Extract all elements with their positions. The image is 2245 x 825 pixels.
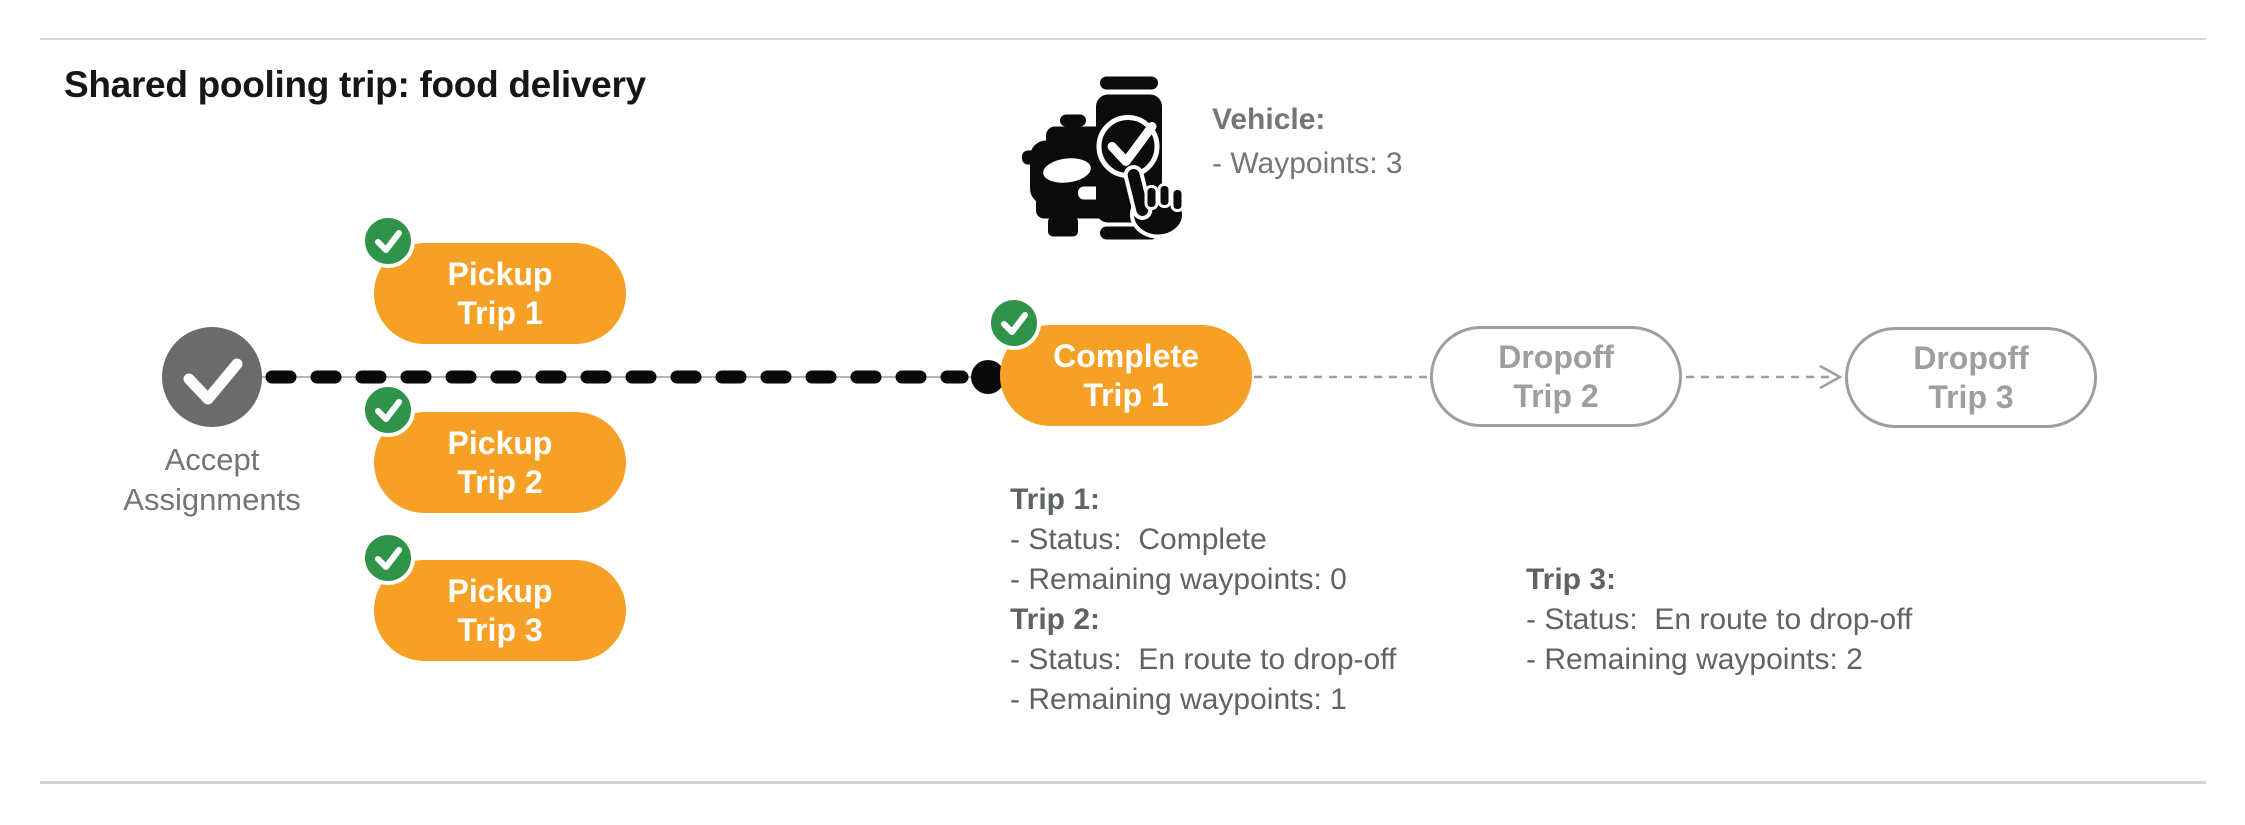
check-icon (375, 547, 402, 570)
node-pickup-trip-2: Pickup Trip 2 (361, 383, 626, 513)
vehicle-label: Vehicle: (1212, 103, 1326, 136)
pill-label-line: Dropoff (1498, 338, 1614, 375)
check-icon (375, 399, 402, 422)
vehicle-info: Vehicle: - Waypoints: 3 (1212, 98, 1403, 186)
accept-label-line2: Assignments (123, 482, 301, 517)
node-pickup-trip-3: Pickup Trip 3 (361, 531, 626, 661)
trip-info-line: - Remaining waypoints: 2 (1526, 643, 1863, 676)
pill-label-line: Trip 1 (457, 294, 543, 331)
node-dropoff-trip-3: Dropoff Trip 3 (1845, 327, 2097, 428)
pill-label-line: Complete (1053, 337, 1199, 374)
page-title: Shared pooling trip: food delivery (64, 64, 646, 105)
trip-info-line: - Status: En route to drop-off (1526, 603, 1913, 636)
trip-info-line: - Remaining waypoints: 1 (1010, 683, 1347, 716)
node-accept-assignments (162, 327, 262, 427)
trip-info-line: - Remaining waypoints: 0 (1010, 563, 1347, 596)
check-icon (183, 358, 243, 405)
trip-info-header: Trip 3: (1526, 563, 1617, 596)
top-divider (40, 38, 2206, 40)
trip-info-line: - Status: Complete (1010, 523, 1267, 556)
node-complete-trip-1: Complete Trip 1 (987, 296, 1252, 426)
check-badge (361, 531, 415, 585)
pill-label-line: Pickup (447, 572, 553, 609)
check-icon (375, 230, 402, 253)
node-pickup-trip-1: Pickup Trip 1 (361, 214, 626, 344)
check-badge (361, 383, 415, 437)
vehicle-icon (1022, 76, 1186, 240)
pill-label-line: Dropoff (1913, 339, 2029, 376)
trip-info-line: - Status: En route to drop-off (1010, 643, 1397, 676)
bottom-divider (40, 781, 2206, 784)
pill-label-line: Pickup (447, 424, 553, 461)
vehicle-waypoints: - Waypoints: 3 (1212, 147, 1403, 180)
arrowhead-icon (1819, 364, 1843, 390)
pill-label-line: Pickup (447, 255, 553, 292)
pill-label-line: Trip 2 (457, 463, 543, 500)
pill-label-line: Trip 1 (1083, 376, 1169, 413)
check-icon (1001, 312, 1028, 335)
check-badge (987, 296, 1041, 350)
trip-info-block-left: Trip 1: - Status: Complete - Remaining w… (1010, 480, 1396, 720)
accept-assignments-label: Accept Assignments (37, 440, 387, 520)
pill-label-line: Trip 2 (1513, 377, 1599, 414)
trip-info-header: Trip 1: (1010, 483, 1101, 516)
node-dropoff-trip-2: Dropoff Trip 2 (1430, 326, 1682, 427)
trip-info-block-right: Trip 3: - Status: En route to drop-off -… (1526, 560, 1912, 680)
pill-label-line: Trip 3 (1928, 378, 2014, 415)
trip-info-header: Trip 2: (1010, 603, 1101, 636)
check-badge (361, 214, 415, 268)
route-point-dot (971, 360, 1005, 394)
accept-label-line1: Accept (164, 442, 260, 477)
pill-label-line: Trip 3 (457, 611, 543, 648)
